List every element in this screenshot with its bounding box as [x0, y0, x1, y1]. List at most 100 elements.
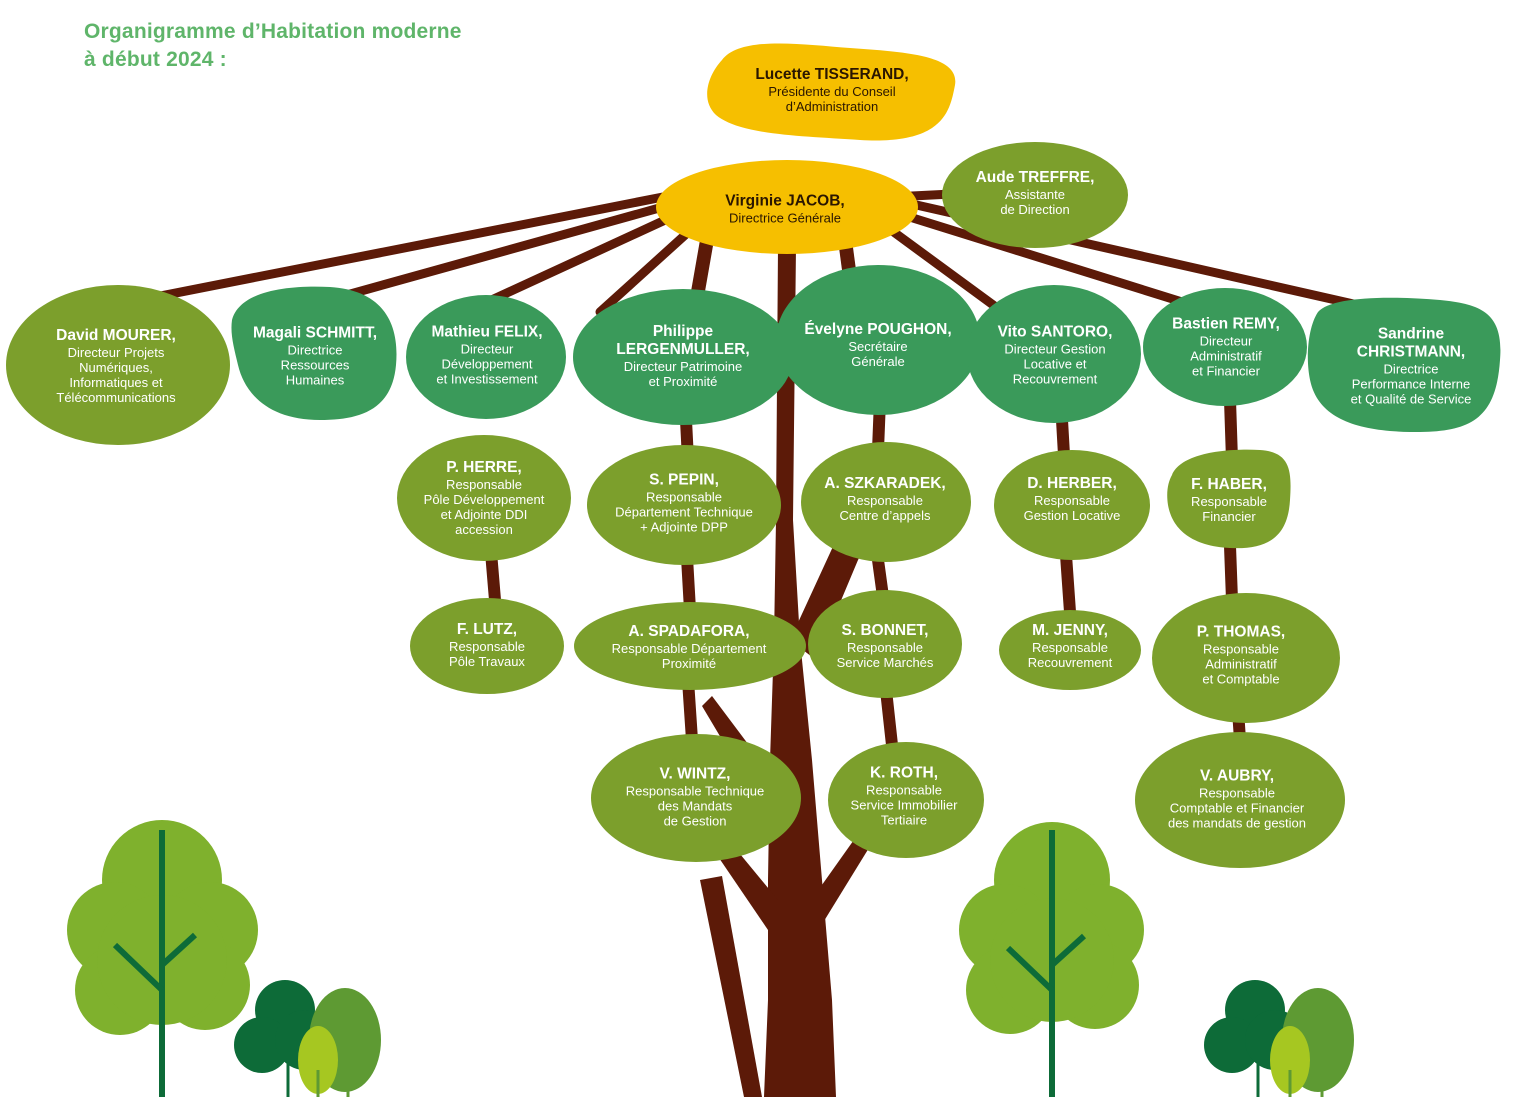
node-name: P. THOMAS,	[1196, 623, 1286, 641]
node-name: Philippe LERGENMULLER,	[616, 323, 750, 358]
node-schmitt: Magali SCHMITT, Directrice Ressources Hu…	[253, 325, 377, 388]
node-lergenmuller: Philippe LERGENMULLER, Directeur Patrimo…	[616, 323, 749, 389]
node-szkaradek: A. SZKARADEK, Responsable Centre d’appel…	[824, 475, 945, 523]
blob-szkaradek	[801, 442, 971, 562]
blob-schmitt	[231, 286, 397, 420]
blob-pepin	[587, 445, 781, 565]
node-name: A. SZKARADEK,	[824, 475, 946, 492]
blob-mourer	[6, 285, 230, 445]
node-thomas: P. THOMAS, Responsable Administratif et …	[1197, 624, 1285, 687]
node-role: Responsable Département Technique + Adjo…	[615, 489, 753, 535]
node-lutz: F. LUTZ, Responsable Pôle Travaux	[449, 621, 525, 669]
node-name: Mathieu FELIX,	[431, 323, 543, 341]
node-role: Responsable Financier	[1191, 494, 1267, 524]
node-name: V. AUBRY,	[1199, 767, 1275, 785]
node-role: Responsable Gestion Locative	[1023, 493, 1121, 523]
node-roth: K. ROTH, Responsable Service Immobilier …	[851, 765, 958, 828]
node-role: Directrice Ressources Humaines	[280, 342, 350, 388]
node-name: Bastien REMY,	[1172, 315, 1280, 333]
node-herber: D. HERBER, Responsable Gestion Locative	[1024, 475, 1121, 523]
tree-left-big	[67, 820, 258, 1097]
node-name: D. HERBER,	[1027, 475, 1117, 492]
blob-felix	[406, 295, 566, 419]
node-role: Responsable Pôle Travaux	[449, 639, 525, 669]
node-spadafora: A. SPADAFORA, Responsable Département Pr…	[612, 623, 767, 671]
blob-santoro	[967, 285, 1141, 423]
node-pepin: S. PEPIN, Responsable Département Techni…	[615, 472, 753, 535]
node-role: Responsable Pôle Développement et Adjoin…	[423, 477, 545, 537]
node-role: Directrice Générale	[729, 210, 841, 226]
node-name: Sandrine CHRISTMANN,	[1356, 325, 1466, 361]
node-role: Directeur Administratif et Financier	[1190, 333, 1262, 379]
node-dg: Virginie JACOB, Directrice Générale	[725, 193, 844, 226]
node-role: Responsable Comptable et Financier des m…	[1167, 785, 1307, 831]
node-name: M. JENNY,	[1032, 622, 1108, 639]
connector-felix	[465, 210, 681, 315]
node-name: S. BONNET,	[841, 622, 929, 639]
node-role: Directeur Patrimoine et Proximité	[623, 359, 743, 389]
node-name: Virginie JACOB,	[725, 192, 845, 210]
connector-remy	[895, 209, 1200, 311]
chart-title: Organigramme d’Habitation moderne à débu…	[84, 18, 462, 74]
node-role: Assistante de Direction	[1000, 187, 1070, 217]
connector-lergenmuller	[595, 221, 700, 317]
blob-christmann	[1307, 297, 1501, 433]
node-shapes	[6, 43, 1501, 868]
blob-spadafora	[574, 602, 806, 690]
bush-right	[1204, 980, 1354, 1097]
node-role: Responsable Service Marchés	[836, 640, 934, 670]
blob-treffre	[942, 142, 1128, 248]
blob-jenny	[999, 610, 1141, 690]
node-name: David MOURER,	[56, 327, 176, 344]
node-name: K. ROTH,	[869, 764, 939, 782]
title-line-1: Organigramme d’Habitation moderne	[84, 20, 462, 43]
node-name: Lucette TISSERAND,	[755, 66, 909, 83]
node-name: Vito SANTORO,	[997, 323, 1113, 341]
node-aubry: V. AUBRY, Responsable Comptable et Finan…	[1168, 768, 1306, 831]
tree-right-big	[959, 822, 1144, 1097]
blob-roth	[828, 742, 984, 858]
blob-poughon	[776, 265, 980, 415]
node-poughon: Évelyne POUGHON, Secrétaire Générale	[804, 321, 951, 369]
node-name: S. PEPIN,	[649, 471, 719, 489]
node-role: Responsable Technique des Mandats de Ges…	[625, 783, 765, 829]
bush-left	[234, 980, 381, 1097]
node-president: Lucette TISSERAND, Présidente du Conseil…	[755, 66, 908, 114]
node-remy: Bastien REMY, Directeur Administratif et…	[1172, 316, 1280, 379]
blob-president	[707, 43, 956, 141]
blob-aubry	[1135, 732, 1345, 868]
node-role: Directeur Gestion Locative et Recouvreme…	[1004, 341, 1106, 387]
blob-dg	[656, 160, 918, 254]
blob-wintz	[591, 734, 801, 862]
node-santoro: Vito SANTORO, Directeur Gestion Locative…	[998, 324, 1113, 387]
node-name: F. LUTZ,	[456, 621, 518, 638]
node-role: Présidente du Conseil d’Administration	[768, 84, 896, 114]
node-role: Secrétaire Générale	[848, 339, 908, 369]
node-role: Directrice Performance Interne et Qualit…	[1350, 361, 1472, 407]
node-felix: Mathieu FELIX, Directeur Développement e…	[431, 324, 542, 387]
node-role: Responsable Département Proximité	[611, 641, 767, 671]
title-line-2: à début 2024 :	[84, 48, 227, 71]
node-role: Responsable Service Immobilier Tertiaire	[850, 782, 958, 828]
blob-lutz	[410, 598, 564, 694]
blob-remy	[1143, 288, 1307, 406]
node-name: P. HERRE,	[446, 459, 522, 476]
node-haber: F. HABER, Responsable Financier	[1191, 476, 1267, 524]
node-name: F. HABER,	[1191, 476, 1267, 493]
node-bonnet: S. BONNET, Responsable Service Marchés	[837, 622, 934, 670]
node-role: Responsable Administratif et Comptable	[1202, 641, 1280, 687]
node-christmann: Sandrine CHRISTMANN, Directrice Performa…	[1351, 326, 1472, 407]
node-role: Responsable Centre d’appels	[839, 493, 931, 523]
node-jenny: M. JENNY, Responsable Recouvrement	[1028, 622, 1113, 670]
blob-haber	[1167, 449, 1291, 549]
node-name: Aude TREFFRE,	[975, 169, 1095, 186]
blob-thomas	[1152, 593, 1340, 723]
blob-lergenmuller	[573, 289, 793, 425]
node-treffre: Aude TREFFRE, Assistante de Direction	[976, 169, 1095, 217]
node-name: Évelyne POUGHON,	[804, 321, 952, 338]
connector-santoro	[875, 217, 1005, 315]
node-role: Responsable Recouvrement	[1027, 640, 1113, 670]
connector-schmitt	[295, 200, 675, 313]
